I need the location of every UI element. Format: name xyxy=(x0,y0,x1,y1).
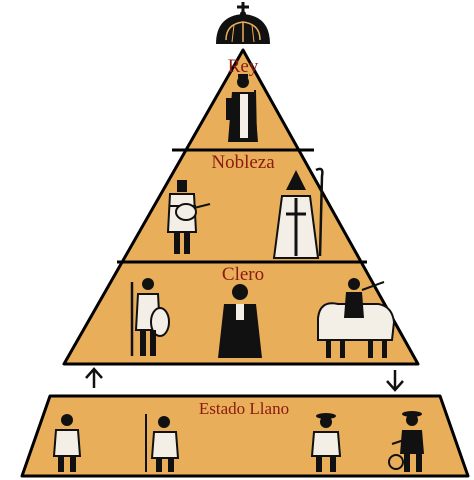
monk-icon xyxy=(218,284,262,358)
soldier-icon xyxy=(130,278,170,356)
bishop-icon xyxy=(272,167,324,259)
noble-knight-icon xyxy=(166,180,211,254)
crown-icon xyxy=(216,2,270,44)
tier-label-estado-llano: Estado Llano xyxy=(199,399,289,418)
tier-label-clero: Clero xyxy=(222,264,264,285)
down-arrow-icon xyxy=(386,370,404,392)
peasant-2-icon xyxy=(145,414,180,472)
peasant-3-icon xyxy=(310,413,342,472)
tier-label-nobleza: Nobleza xyxy=(211,152,275,173)
estado-llano-base xyxy=(20,394,470,478)
horse-rider-icon xyxy=(317,278,396,358)
king-figure-icon xyxy=(226,74,258,142)
peasant-4-icon xyxy=(388,411,424,472)
up-arrow-icon xyxy=(85,367,103,388)
tier-label-rey: Rey xyxy=(228,56,259,77)
peasant-1-icon xyxy=(52,414,82,472)
